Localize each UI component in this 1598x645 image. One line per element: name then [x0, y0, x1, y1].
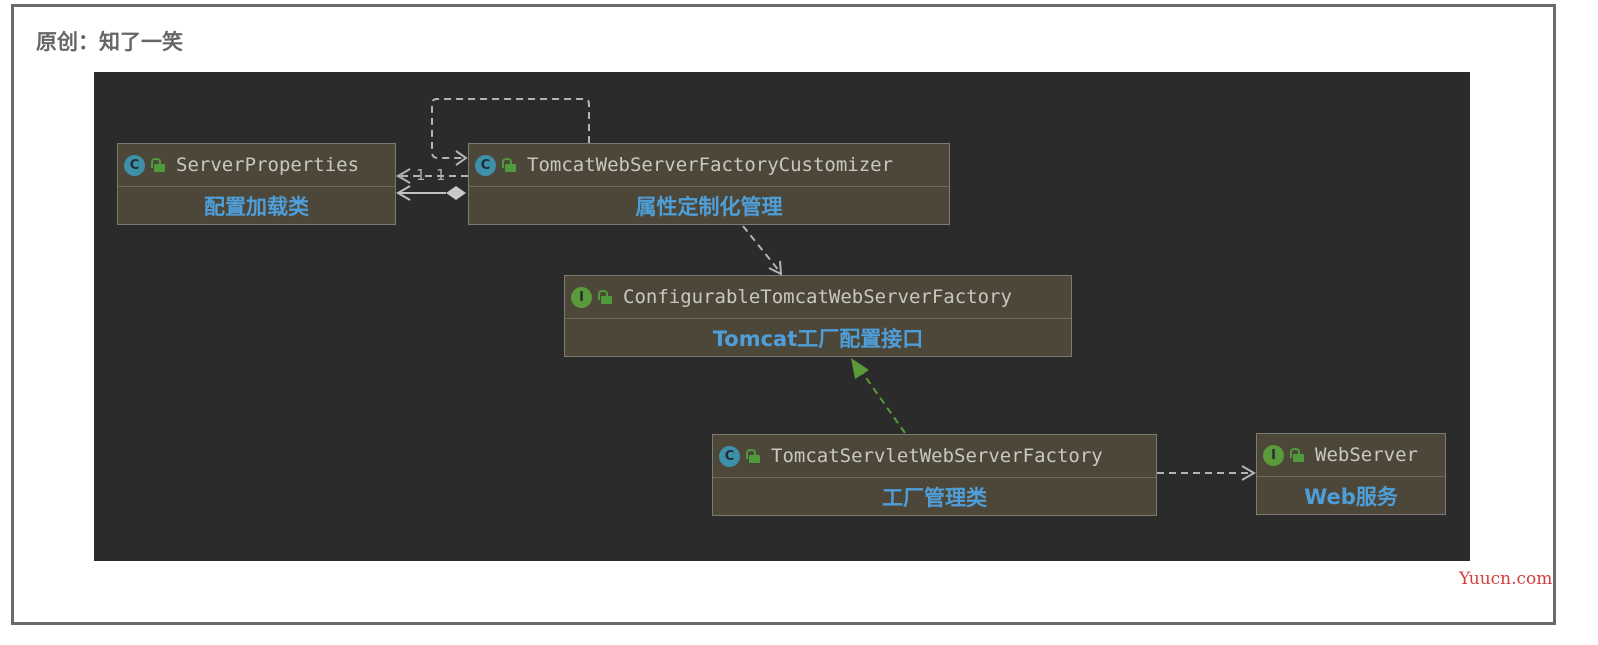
node-header: C TomcatWebServerFactoryCustomizer	[469, 144, 949, 187]
node-name: TomcatServletWebServerFactory	[771, 445, 1103, 467]
node-header: C ServerProperties	[118, 144, 395, 187]
multiplicity-label: 1	[416, 166, 426, 184]
node-name: ConfigurableTomcatWebServerFactory	[623, 286, 1012, 308]
node-web-server[interactable]: I WebServer Web服务	[1256, 433, 1446, 515]
node-header: I WebServer	[1257, 434, 1445, 477]
author-label: 原创：知了一笑	[36, 30, 183, 54]
node-header: I ConfigurableTomcatWebServerFactory	[565, 276, 1071, 319]
class-icon: C	[719, 445, 740, 467]
node-tomcat-servlet-web-server-factory[interactable]: C TomcatServletWebServerFactory 工厂管理类	[712, 434, 1157, 516]
unlock-icon	[151, 157, 167, 173]
class-icon: C	[475, 154, 496, 176]
node-name: TomcatWebServerFactoryCustomizer	[527, 154, 894, 176]
node-description: 属性定制化管理	[635, 194, 783, 219]
multiplicity-label: 1	[436, 166, 446, 184]
unlock-icon	[598, 289, 614, 305]
node-description: Tomcat工厂配置接口	[712, 326, 924, 351]
node-server-properties[interactable]: C ServerProperties 配置加载类	[117, 143, 396, 225]
node-description: 工厂管理类	[882, 485, 987, 510]
class-icon: C	[124, 154, 145, 176]
node-header: C TomcatServletWebServerFactory	[713, 435, 1156, 478]
interface-icon: I	[1263, 444, 1284, 466]
node-name: WebServer	[1315, 444, 1418, 466]
unlock-icon	[746, 448, 762, 464]
node-tomcat-web-server-factory-customizer[interactable]: C TomcatWebServerFactoryCustomizer 属性定制化…	[468, 143, 950, 225]
node-description: 配置加载类	[204, 194, 309, 219]
unlock-icon	[502, 157, 518, 173]
node-description: Web服务	[1304, 484, 1398, 509]
unlock-icon	[1290, 447, 1306, 463]
node-name: ServerProperties	[176, 154, 360, 176]
watermark: Yuucn.com	[1459, 569, 1553, 589]
node-configurable-tomcat-web-server-factory[interactable]: I ConfigurableTomcatWebServerFactory Tom…	[564, 275, 1072, 357]
interface-icon: I	[571, 286, 592, 308]
